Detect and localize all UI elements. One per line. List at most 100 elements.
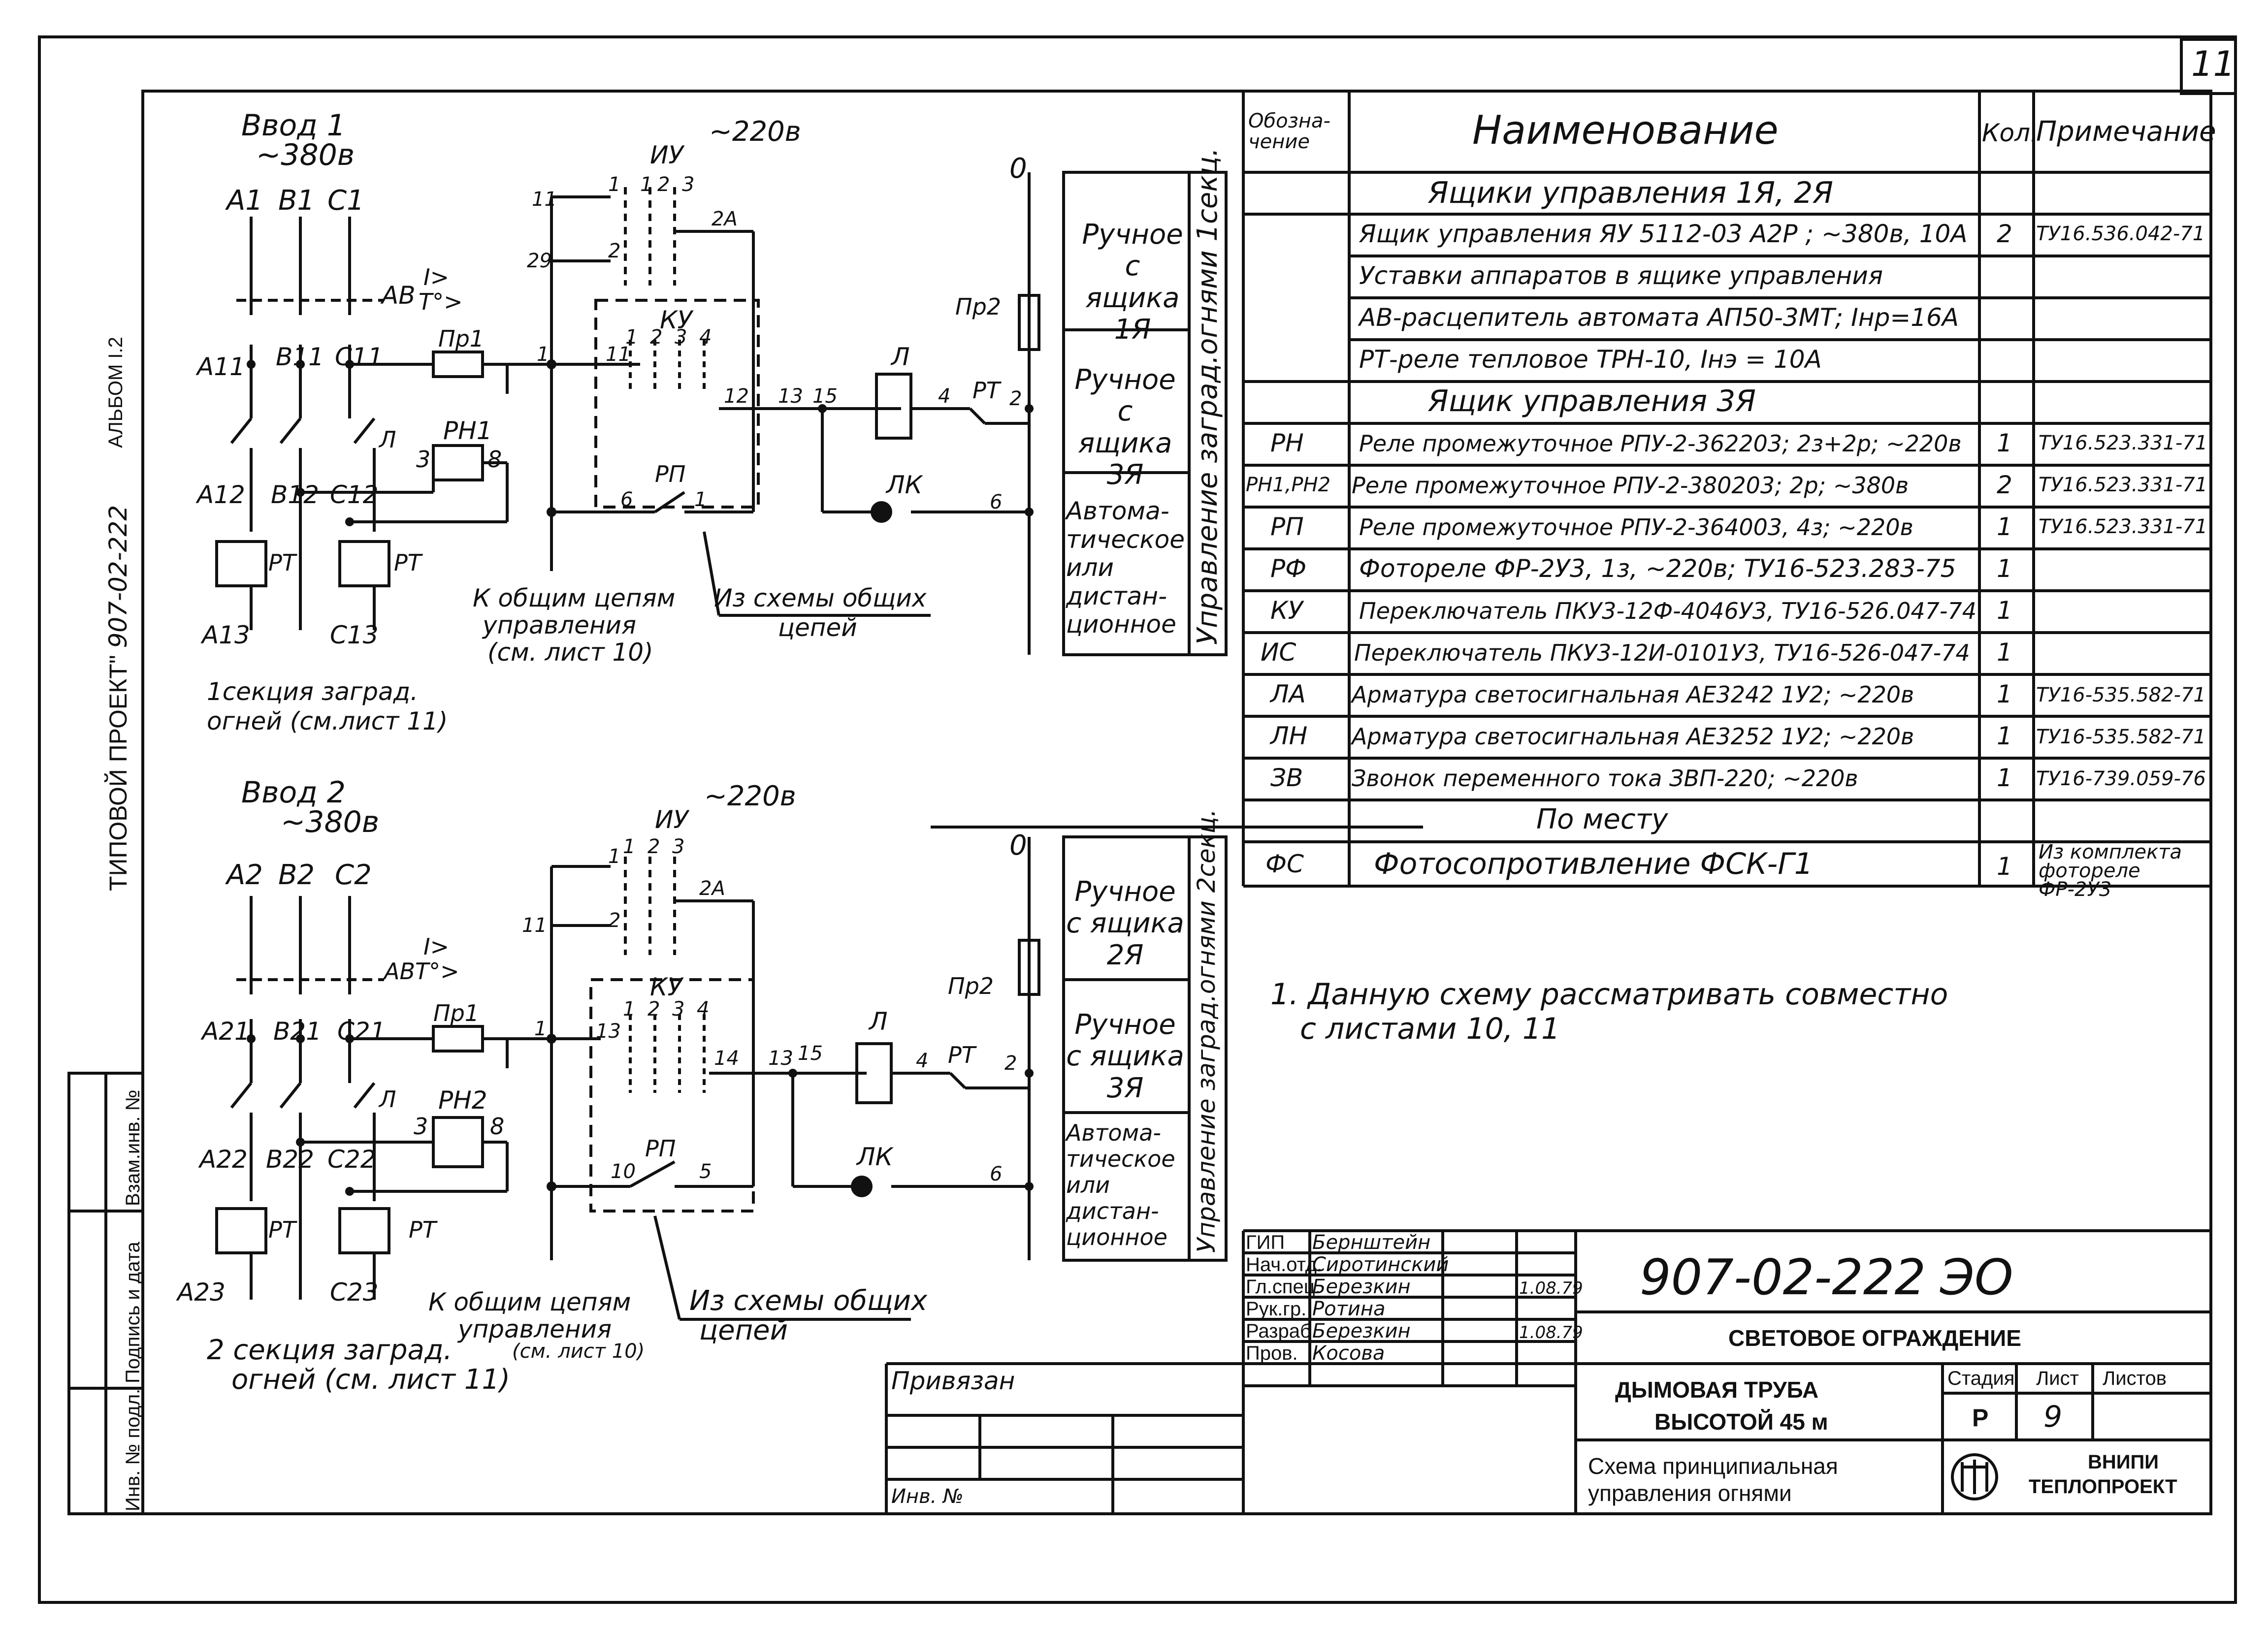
circuit2-power: [215, 896, 551, 1300]
c1-relay: РН1: [443, 416, 492, 445]
c1-relay-n3: 3: [416, 446, 431, 473]
c2-b22: B22: [266, 1145, 314, 1174]
c2-ku-4: 4: [697, 998, 710, 1021]
c1-iu-3: 3: [682, 173, 695, 196]
c2-rt-a: РТ: [268, 1216, 296, 1243]
c2-ku-1: 1: [623, 998, 636, 1021]
note-line2: с листами 10, 11: [1300, 1012, 1560, 1046]
title-block-lines: [885, 1229, 2211, 1514]
stamp-sheet-title-1: Схема принципиальная: [1588, 1453, 1838, 1479]
c1-breaker: АВ: [382, 281, 416, 310]
mode2-vertical: Управление заград.огнями 2секц.: [1192, 809, 1221, 1253]
c2-n2a: 2: [608, 909, 621, 932]
c1-voltage: ~380в: [256, 138, 355, 172]
c2-iu-2: 2: [648, 835, 660, 858]
stamp-date-2: 1.08.79: [1519, 1323, 1583, 1342]
c1-section: 1секция заград.: [207, 677, 419, 706]
stamp-sheet: 9: [2043, 1400, 2063, 1434]
c1-c13: C13: [330, 621, 379, 649]
vzam-label: Взам.инв. №: [122, 1089, 144, 1206]
org-logo-icon: [1951, 1453, 1998, 1500]
c2-lamp: Л: [869, 1007, 888, 1036]
mode1-vertical: Управление заград.огнями 1секц.: [1192, 147, 1224, 645]
c2-n11: 11: [522, 914, 547, 937]
c2-ku-2: 2: [648, 998, 660, 1021]
c2-n15: 15: [798, 1042, 823, 1065]
stamp-org-1: ВНИПИ: [2088, 1451, 2159, 1473]
c1-breaker-t: T°>: [419, 288, 463, 315]
spec-group1: Ящики управления 1Я, 2Я: [1428, 176, 1833, 210]
c2-voltage: ~380в: [281, 805, 380, 839]
c2-section2: огней (см. лист 11): [231, 1364, 510, 1396]
circuit1-power: [215, 217, 551, 630]
c2-common-2: управления: [458, 1315, 612, 1343]
c1-rt-a: РТ: [268, 549, 296, 576]
c1-section2: огней (см.лист 11): [207, 707, 448, 735]
c1-phase-b: B1: [278, 185, 315, 217]
c2-input: Ввод 2: [241, 775, 346, 810]
c1-n2A: 2А: [712, 208, 738, 230]
c1-c12: C12: [330, 480, 379, 509]
c2-a22: A22: [199, 1145, 248, 1174]
c1-rt-c: РТ: [394, 549, 421, 576]
spec-group3: По месту: [1536, 803, 1668, 835]
c2-n4: 4: [916, 1050, 929, 1072]
c1-pr2: Пр2: [955, 293, 1002, 320]
sign-date-label: Подпись и дата: [122, 1242, 144, 1383]
c1-ku-3: 3: [675, 326, 687, 349]
c2-rt-c: РТ: [409, 1216, 436, 1243]
c2-fuse: Пр1: [433, 1000, 480, 1026]
spec-r3-name: АВ-расцепитель автомата АП50-3МТ; Iнр=16…: [1359, 303, 1959, 332]
c2-section: 2 секция заград.: [207, 1334, 453, 1366]
c1-n1a: 1: [608, 173, 621, 196]
spec-fs-name: Фотосопротивление ФСК-Г1: [1374, 847, 1813, 881]
c1-lk: ЛК: [886, 471, 923, 499]
stamp-date-1: 1.08.79: [1519, 1278, 1583, 1298]
c2-breaker: АВТ°>: [384, 958, 459, 985]
spec-table-lines: [1242, 91, 2211, 888]
stamp-title: СВЕТОВОЕ ОГРАЖДЕНИЕ: [1728, 1325, 2021, 1351]
c2-phase-c: C2: [335, 859, 372, 891]
c2-phase-a: A2: [227, 859, 263, 891]
spec-fs-code: ФС: [1265, 850, 1304, 878]
c1-n4: 4: [938, 385, 951, 408]
c1-common-2: управления: [483, 611, 637, 639]
c1-ctrl-voltage: ~220в: [709, 116, 801, 148]
c2-a21: A21: [202, 1017, 250, 1046]
c1-n13: 13: [778, 385, 803, 408]
c2-n2: 2: [1004, 1052, 1017, 1075]
stamp-stage: Р: [1972, 1404, 1989, 1432]
c1-phase-a: A1: [227, 185, 263, 217]
c2-lk: ЛК: [857, 1143, 893, 1171]
spec-r2-name: Уставки аппаратов в ящике управления: [1359, 261, 1883, 290]
c1-b11: B11: [276, 343, 324, 371]
c2-n2A: 2А: [699, 877, 725, 900]
c1-n1b: 1: [694, 488, 707, 511]
spec-r1-name: Ящик управления ЯУ 5112-03 А2Р ; ~380в, …: [1359, 220, 1968, 248]
c1-rp: РП: [655, 461, 686, 487]
c1-iu: ИУ: [650, 141, 683, 169]
c2-n13a: 13: [596, 1020, 621, 1043]
c2-from-1: Из схемы общих: [689, 1285, 928, 1317]
stamp-sheet-h: Лист: [2036, 1368, 2079, 1389]
c1-l-node: Л: [379, 426, 396, 453]
c1-from-2: цепей: [778, 613, 857, 642]
spec-group2: Ящик управления 3Я: [1428, 384, 1756, 418]
corner-box: [2180, 38, 2237, 95]
c1-lamp: Л: [891, 343, 910, 371]
inner-frame: [141, 90, 2212, 1515]
c2-common-3: (см. лист 10): [512, 1340, 645, 1363]
c1-n11b: 11: [606, 343, 631, 366]
stamp-code: 907-02-222: [1640, 1248, 1926, 1306]
spec-h-code: Обозна- чение: [1248, 110, 1330, 153]
c2-pr2: Пр2: [948, 973, 994, 999]
c2-n6: 6: [990, 1163, 1003, 1185]
c1-iu-1: 1: [640, 173, 653, 196]
c1-ku-1: 1: [625, 326, 638, 349]
c2-n13: 13: [768, 1047, 793, 1070]
c1-c11: C11: [335, 343, 384, 371]
c1-n6: 6: [620, 488, 633, 511]
